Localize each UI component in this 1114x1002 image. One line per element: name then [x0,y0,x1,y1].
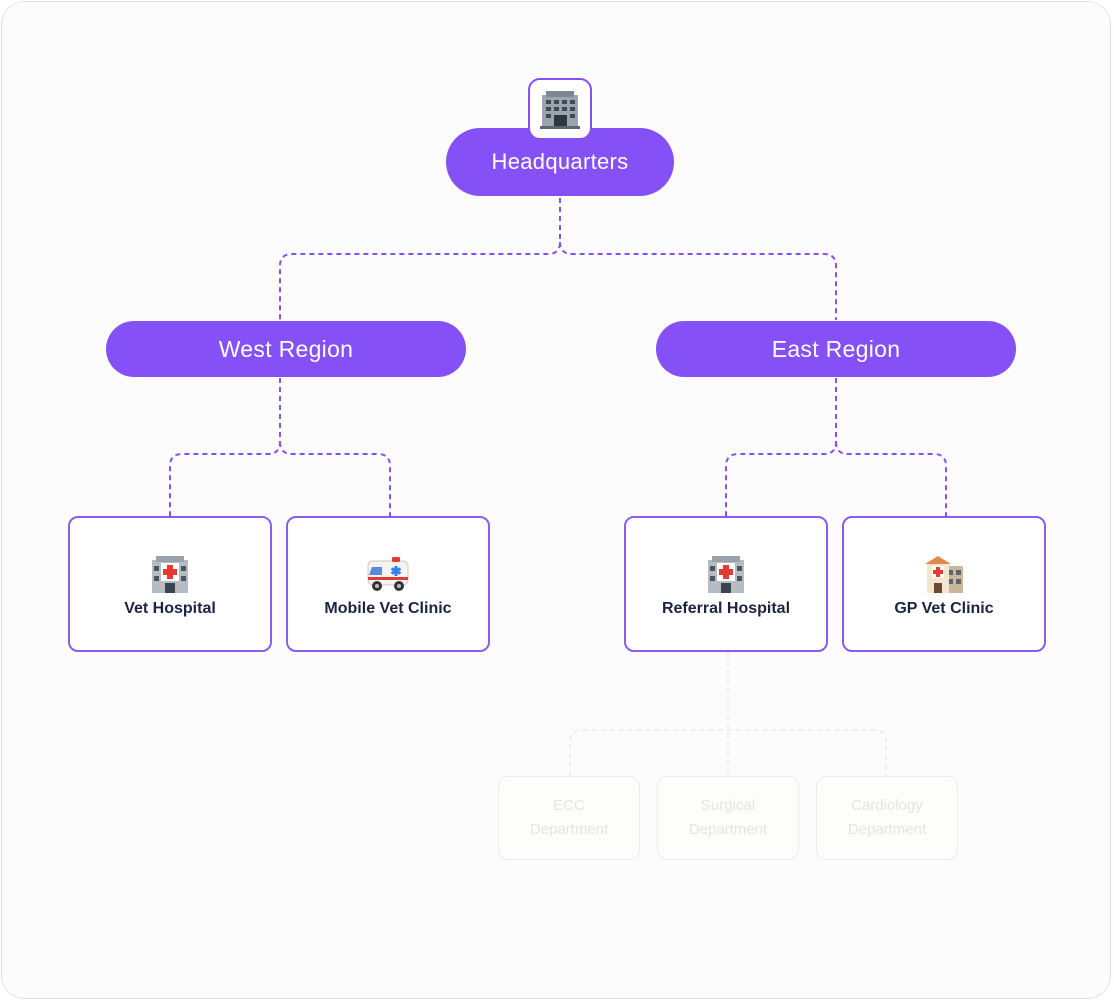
hq-to-regions-connector [279,198,837,320]
west-region-label: West Region [218,335,354,362]
east-region-node[interactable]: East Region [656,321,1016,377]
department-name: Cardiology [851,797,923,814]
department-suffix: Department [688,821,768,838]
ambulance-icon [366,554,410,594]
clinic-icon [922,554,966,594]
east-to-sites-connector [725,378,947,516]
hospital-icon [148,554,192,594]
west-region-node[interactable]: West Region [106,321,466,377]
site-label: Referral Hospital [661,600,791,617]
department-suffix: Department [847,821,927,838]
site-label: Mobile Vet Clinic [324,600,452,617]
west-to-sites-connector [169,378,391,516]
department-name: ECC [553,797,585,814]
headquarters-label: Headquarters [491,149,629,174]
hospital-icon [704,554,748,594]
department-card-ecc[interactable]: ECC Department [498,776,640,860]
referral-to-departments-connector [569,652,887,776]
east-region-label: East Region [771,335,901,362]
department-name: Surgical [700,797,756,814]
site-label: Vet Hospital [124,600,216,617]
office-building-icon [528,78,592,140]
department-suffix: Department [529,821,609,838]
site-card-gp-vet-clinic[interactable]: GP Vet Clinic [842,516,1046,652]
department-card-cardiology[interactable]: Cardiology Department [816,776,958,860]
site-card-vet-hospital[interactable]: Vet Hospital [68,516,272,652]
site-card-mobile-vet-clinic[interactable]: Mobile Vet Clinic [286,516,490,652]
department-card-surgical[interactable]: Surgical Department [657,776,799,860]
site-card-referral-hospital[interactable]: Referral Hospital [624,516,828,652]
site-label: GP Vet Clinic [894,600,994,617]
